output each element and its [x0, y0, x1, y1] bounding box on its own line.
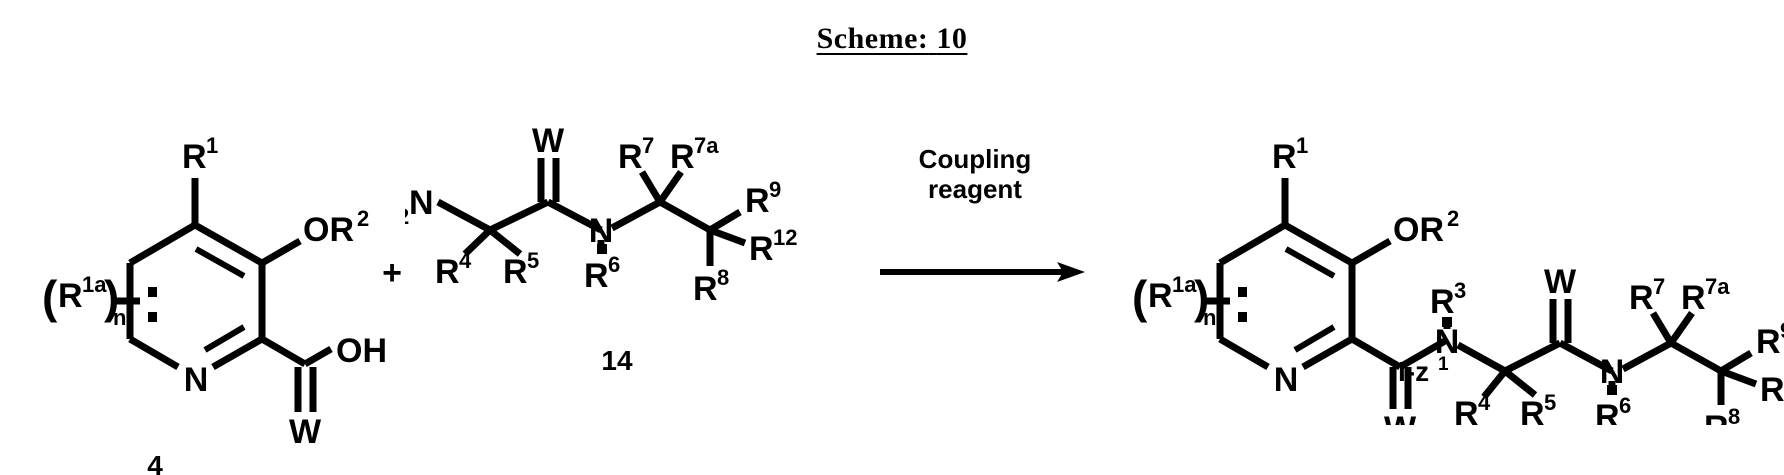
- reactant2-r5-sup: 5: [527, 248, 539, 273]
- scheme-title-number: 10: [936, 22, 968, 55]
- product-r5-sup: 5: [1544, 390, 1556, 415]
- reactant2-r7-sup: 7: [642, 133, 654, 158]
- arrow-condition-line-1: Coupling: [919, 144, 1032, 174]
- product-r4-base: R: [1454, 395, 1479, 425]
- product-r6-base: R: [1595, 398, 1620, 425]
- product-r12-base: R: [1760, 371, 1784, 409]
- product-ring-nitrogen: N: [1274, 361, 1299, 399]
- product-r6-sup: 6: [1619, 393, 1631, 418]
- reactant1-ring-nitrogen: N: [184, 361, 209, 399]
- product-r8-sup: 8: [1728, 404, 1740, 425]
- reactant1-r1a-close-paren: ): [104, 271, 119, 323]
- reactant2-r6-sup: 6: [608, 252, 620, 277]
- product-r1a-open-paren: (: [1132, 271, 1148, 323]
- product-r7a-base: R: [1681, 279, 1706, 317]
- reactant1-carbonyl-w: W: [289, 413, 322, 451]
- scheme-title-prefix: Scheme:: [816, 22, 929, 55]
- product-compound-label-sup: 1: [1438, 354, 1449, 375]
- product-r4-sup: 4: [1478, 390, 1491, 415]
- reactant-1-structure: N OH W R 1 OR 2 ( R 1a ) n 4: [42, 133, 387, 475]
- reactant1-substituent-r1-sup: 1: [206, 133, 218, 158]
- product-or2-base: OR: [1393, 211, 1444, 249]
- reactant2-amine-n: N: [409, 184, 434, 222]
- reactant2-carbonyl-w: W: [532, 122, 565, 160]
- product-label-group: I-z 1: [1398, 354, 1449, 387]
- reactant1-substituent-or2-sup: 2: [357, 206, 369, 231]
- product-r1a-sup: 1a: [1172, 272, 1197, 297]
- product-r9-base: R: [1756, 323, 1781, 361]
- reactant2-r8-sup: 8: [717, 265, 729, 290]
- reactant2-r8-base: R: [693, 270, 718, 308]
- reactant1-r1a-open-paren: (: [42, 271, 58, 323]
- page-title: Scheme: 10: [0, 22, 1784, 56]
- reactant1-substituent-or2-base: OR: [303, 211, 354, 249]
- product-r8-base: R: [1704, 409, 1729, 425]
- product-carbonyl-w-1: W: [1384, 410, 1417, 425]
- product-r7-base: R: [1629, 279, 1654, 317]
- reactant1-hydroxyl-label: OH: [336, 332, 387, 370]
- product-r1a-sub-n: n: [1203, 305, 1216, 330]
- reactant2-r4-sup: 4: [459, 248, 472, 273]
- product-r1a-close-paren: ): [1194, 271, 1209, 323]
- product-r1a-base: R: [1148, 277, 1173, 315]
- reactant2-r7-base: R: [618, 138, 643, 176]
- product-compound-label-base: I-z: [1398, 356, 1429, 387]
- plus-sign-group: +: [382, 254, 402, 292]
- reactant1-compound-label: 4: [147, 450, 163, 475]
- product-structure: N R 1 OR 2 ( R 1a ) n W N R 3 R 4 R 5 W …: [1132, 133, 1784, 425]
- product-carbonyl-w-2: W: [1544, 263, 1577, 301]
- product-r9-sup: 9: [1780, 318, 1784, 343]
- reactant2-r7a-base: R: [670, 138, 695, 176]
- reactant2-r12-sup: 12: [773, 225, 797, 250]
- reactant2-amide-n: N: [589, 212, 614, 250]
- reactant2-r12-base: R: [749, 230, 774, 268]
- product-r3-sup: 3: [1454, 278, 1466, 303]
- reactant1-substituent-r1-base: R: [182, 138, 207, 176]
- arrow-condition-line-2: reagent: [928, 174, 1022, 204]
- product-r1-sup: 1: [1296, 133, 1308, 158]
- reactant2-r4-base: R: [435, 253, 460, 291]
- product-r1-base: R: [1272, 138, 1297, 176]
- reactant1-r1a-base: R: [58, 277, 83, 315]
- reaction-arrow-group: Coupling reagent: [880, 144, 1085, 282]
- product-amide-n-2: N: [1600, 353, 1625, 391]
- reactant2-compound-label: 14: [601, 345, 633, 376]
- reactant2-r7a-sup: 7a: [694, 133, 719, 158]
- product-r3-base: R: [1430, 283, 1455, 321]
- product-r7-sup: 7: [1653, 274, 1665, 299]
- reactant1-r1a-sub-n: n: [113, 305, 126, 330]
- reactant2-r9-base: R: [745, 182, 770, 220]
- reactant2-amine-sub: 2: [405, 204, 409, 229]
- reactant-2-structure: H 2 N W N R 4 R 5 R 6 R 7 R 7a R 8 R 9 R…: [405, 122, 797, 376]
- reactant2-r6-base: R: [584, 257, 609, 295]
- reactant1-r1a-sup: 1a: [82, 272, 107, 297]
- product-r7a-sup: 7a: [1705, 274, 1730, 299]
- reaction-arrow-head: [1057, 262, 1085, 282]
- reactant2-r5-base: R: [503, 253, 528, 291]
- plus-sign: +: [382, 254, 402, 292]
- product-amide-n-1: N: [1435, 323, 1460, 361]
- reactant2-r9-sup: 9: [769, 177, 781, 202]
- product-r5-base: R: [1520, 395, 1545, 425]
- product-or2-sup: 2: [1447, 206, 1459, 231]
